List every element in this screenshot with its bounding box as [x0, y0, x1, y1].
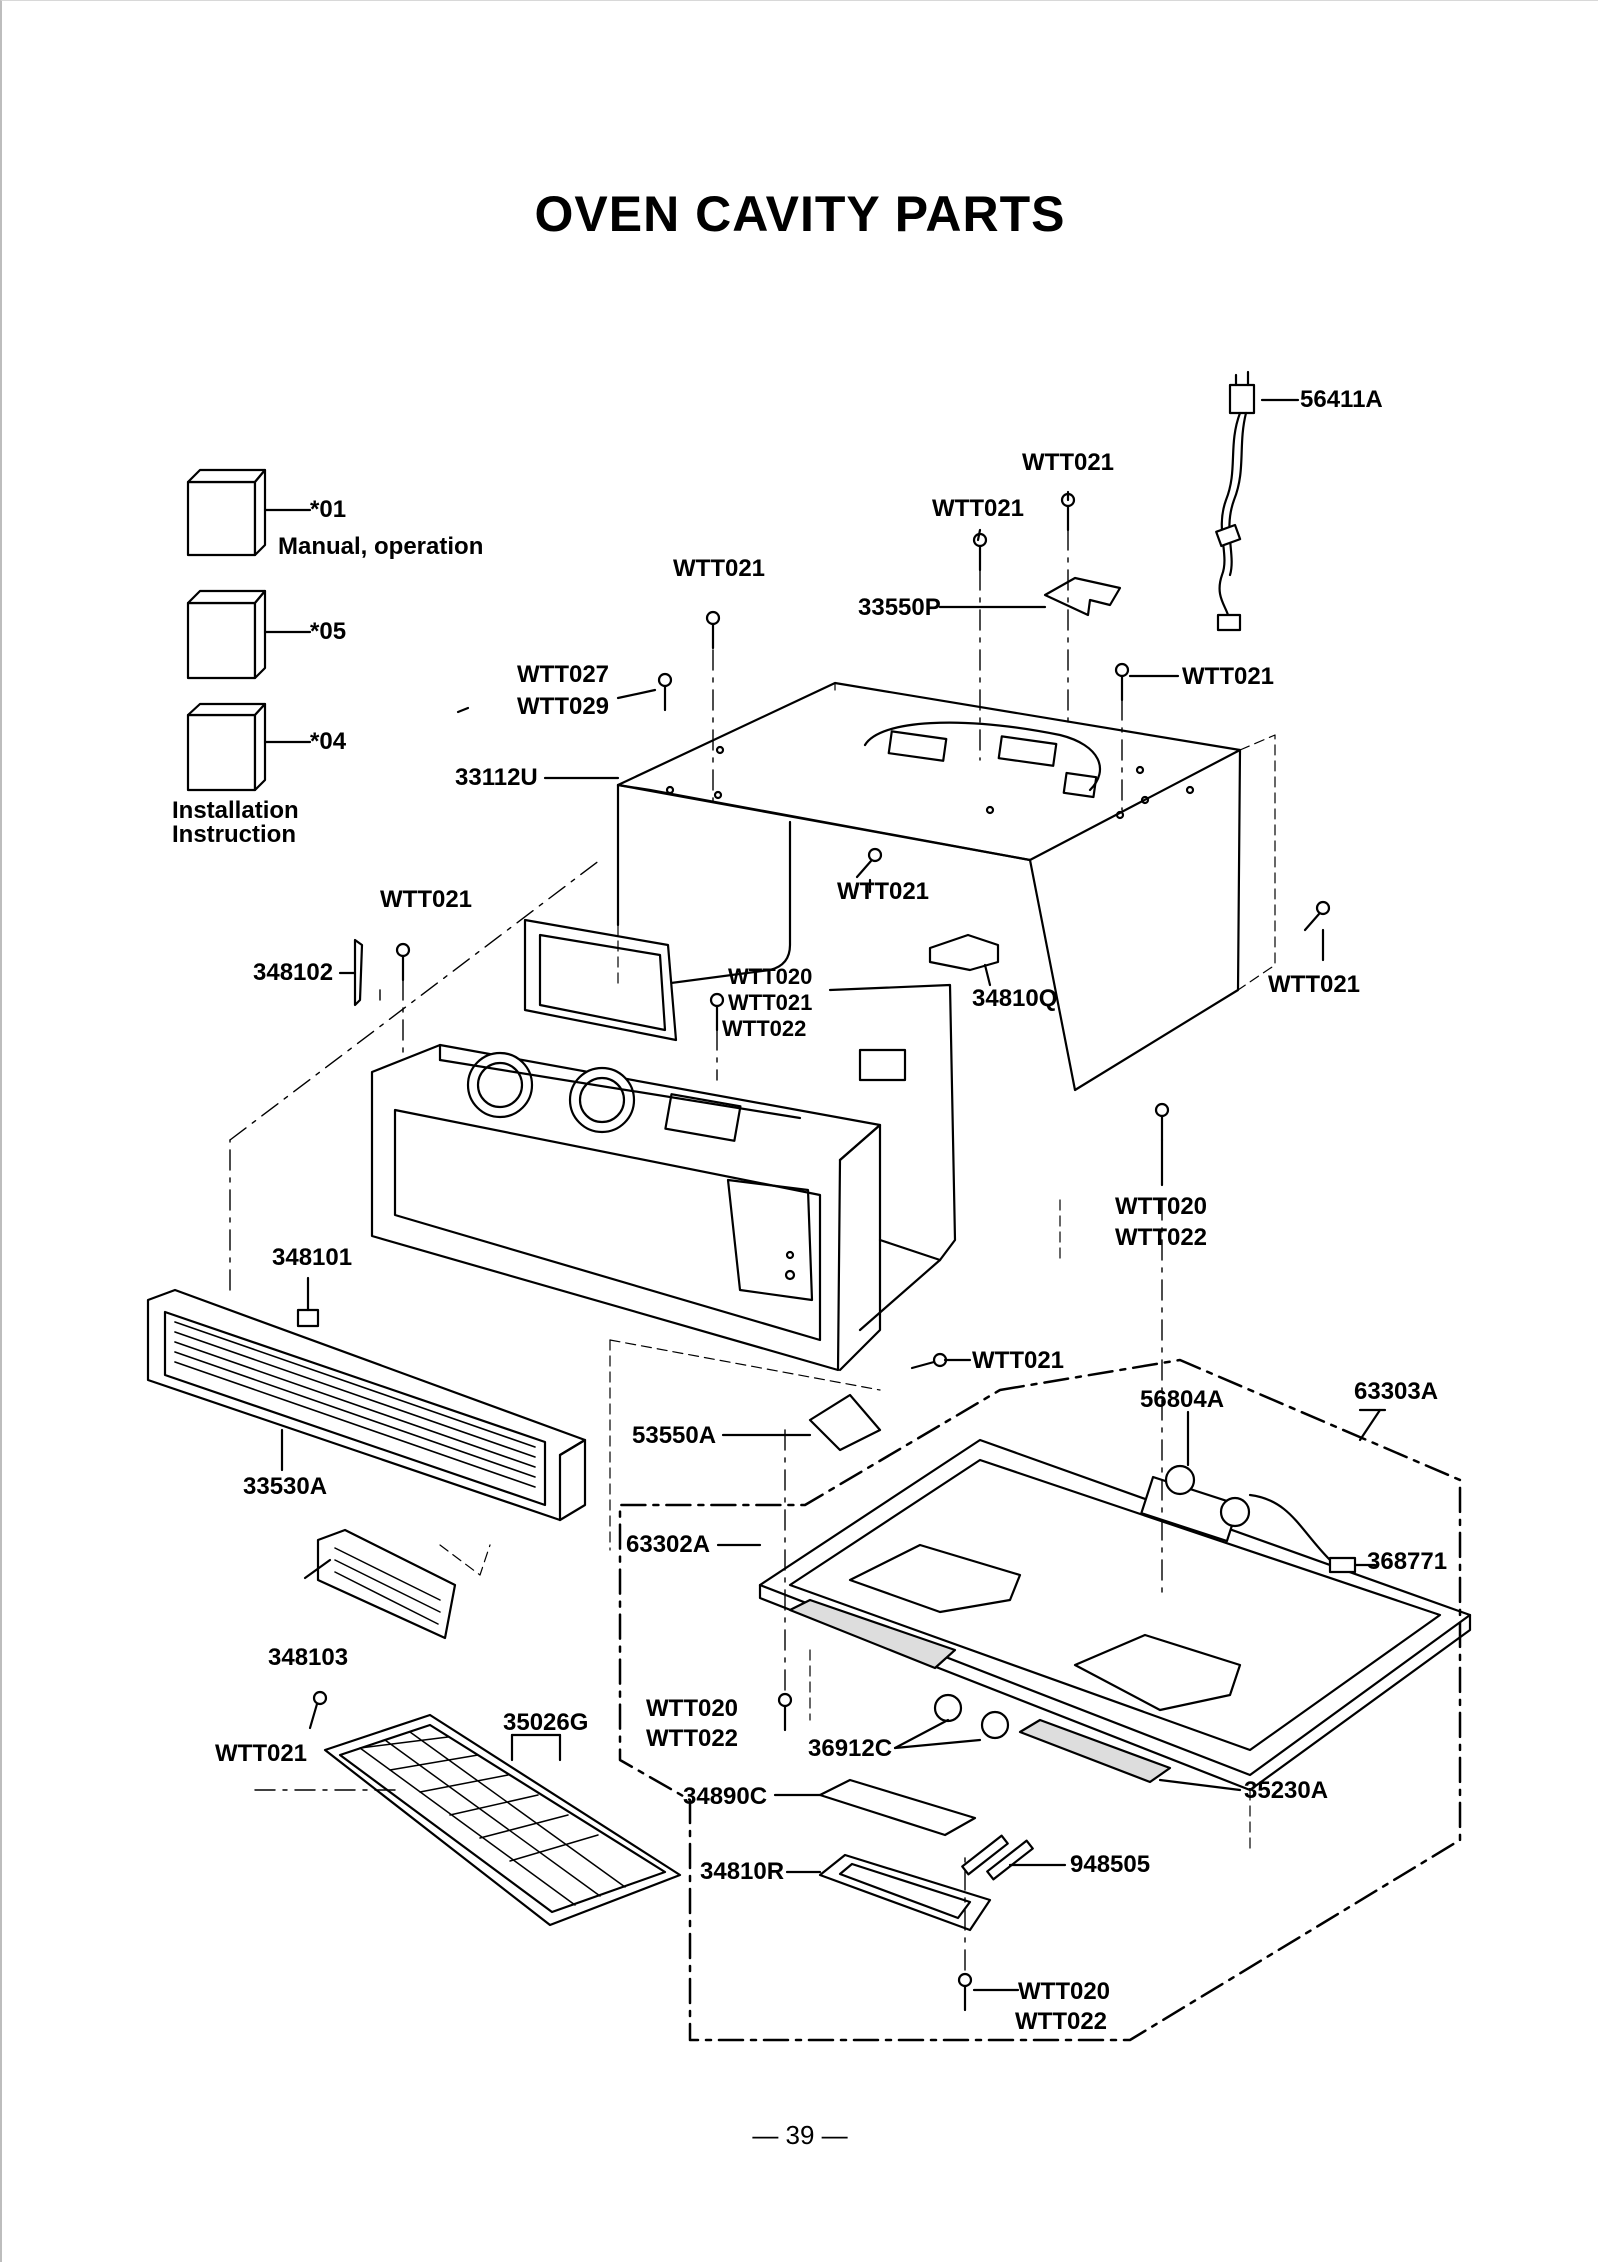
label-wtt029: WTT029 [517, 693, 610, 720]
label-wtt020-bottom-mid: WTT020 [646, 1695, 739, 1722]
label-wtt021-right-top: WTT021 [1182, 663, 1275, 690]
vent-grille-33530A [146, 1288, 587, 1522]
label-wtt021-mid: WTT021 [837, 878, 930, 905]
assembly-boundary-63303A [618, 1358, 1462, 2042]
inner-cavity-frame [370, 918, 957, 1372]
bulb-36912C-right-icon [980, 1710, 1010, 1740]
label-33112U: 33112U [455, 764, 538, 791]
label-wtt021-top-center: WTT021 [932, 495, 1025, 522]
booklet-05-icon [186, 589, 267, 680]
label-wtt020-inner: WTT020 [728, 964, 813, 989]
label-wtt022-inner: WTT022 [722, 1016, 807, 1041]
charcoal-filter-35230A-icon [1018, 1718, 1172, 1784]
page-number: — 39 — [752, 2120, 848, 2150]
label-56411A: 56411A [1300, 386, 1383, 413]
label-63303A: 63303A [1354, 1378, 1439, 1405]
label-33530A: 33530A [243, 1473, 328, 1500]
label-348102: 348102 [253, 959, 334, 986]
label-348101: 348101 [272, 1244, 353, 1271]
label-33550P: 33550P [858, 594, 941, 621]
label-wtt021-left: WTT021 [380, 886, 473, 913]
lens-34890C-icon [818, 1778, 977, 1837]
label-35230A: 35230A [1244, 1777, 1329, 1804]
rack-35026G [323, 1713, 682, 1927]
booklet-05-code: *05 [310, 618, 347, 645]
bracket-34810Q-icon [928, 933, 1000, 972]
label-wtt022-right: WTT022 [1115, 1224, 1208, 1251]
booklet-01-caption: Manual, operation [278, 533, 484, 560]
label-wtt020-right: WTT020 [1115, 1193, 1208, 1220]
label-36912C: 36912C [808, 1735, 893, 1762]
booklet-04-caption: Installation Instruction [172, 797, 299, 848]
lamp-sockets-56804A [1164, 1464, 1357, 1574]
label-368771: 368771 [1367, 1548, 1448, 1575]
bulb-36912C-left-icon [933, 1693, 963, 1723]
label-53550A: 53550A [632, 1422, 717, 1449]
booklet-manual-icon [186, 468, 267, 557]
label-wtt021-bottom-left: WTT021 [215, 1740, 308, 1767]
label-wtt022-bottom: WTT022 [1015, 2008, 1108, 2035]
label-wtt022-bottom-mid: WTT022 [646, 1725, 739, 1752]
label-wtt021-lower: WTT021 [972, 1347, 1065, 1374]
booklet-04-code: *04 [310, 728, 347, 755]
booklet-installation-icon [186, 702, 267, 792]
filter-348103 [316, 1528, 457, 1640]
label-wtt021-top-right: WTT021 [1022, 449, 1115, 476]
label-35026G: 35026G [503, 1709, 589, 1736]
booklet-01-code: *01 [310, 496, 347, 523]
label-wtt027: WTT027 [517, 661, 610, 688]
lamp-cover-34810R-icon [818, 1853, 992, 1932]
clip-348101-icon [296, 1308, 320, 1328]
page-title: OVEN CAVITY PARTS [534, 186, 1066, 242]
label-34890C: 34890C [683, 1783, 768, 1810]
clip-53550A-icon [808, 1393, 882, 1452]
label-wtt020-bottom: WTT020 [1018, 1978, 1111, 2005]
power-cord-56411A [1215, 370, 1256, 632]
label-wtt021-top-left: WTT021 [673, 555, 766, 582]
label-34810R: 34810R [700, 1858, 785, 1885]
charcoal-filter-left-icon [788, 1598, 957, 1670]
label-wtt021-far-right: WTT021 [1268, 971, 1361, 998]
base-plate-63302A [758, 1438, 1472, 1792]
outer-cabinet-33112U [616, 681, 1242, 1092]
label-948505: 948505 [1070, 1851, 1151, 1878]
label-63302A: 63302A [626, 1531, 711, 1558]
label-wtt021-inner: WTT021 [728, 990, 813, 1015]
bracket-33550P-icon [1043, 576, 1122, 617]
label-56804A: 56804A [1140, 1386, 1225, 1413]
label-34810Q: 34810Q [972, 985, 1058, 1012]
label-348103: 348103 [268, 1644, 349, 1671]
hinge-348102-icon [353, 938, 364, 1007]
